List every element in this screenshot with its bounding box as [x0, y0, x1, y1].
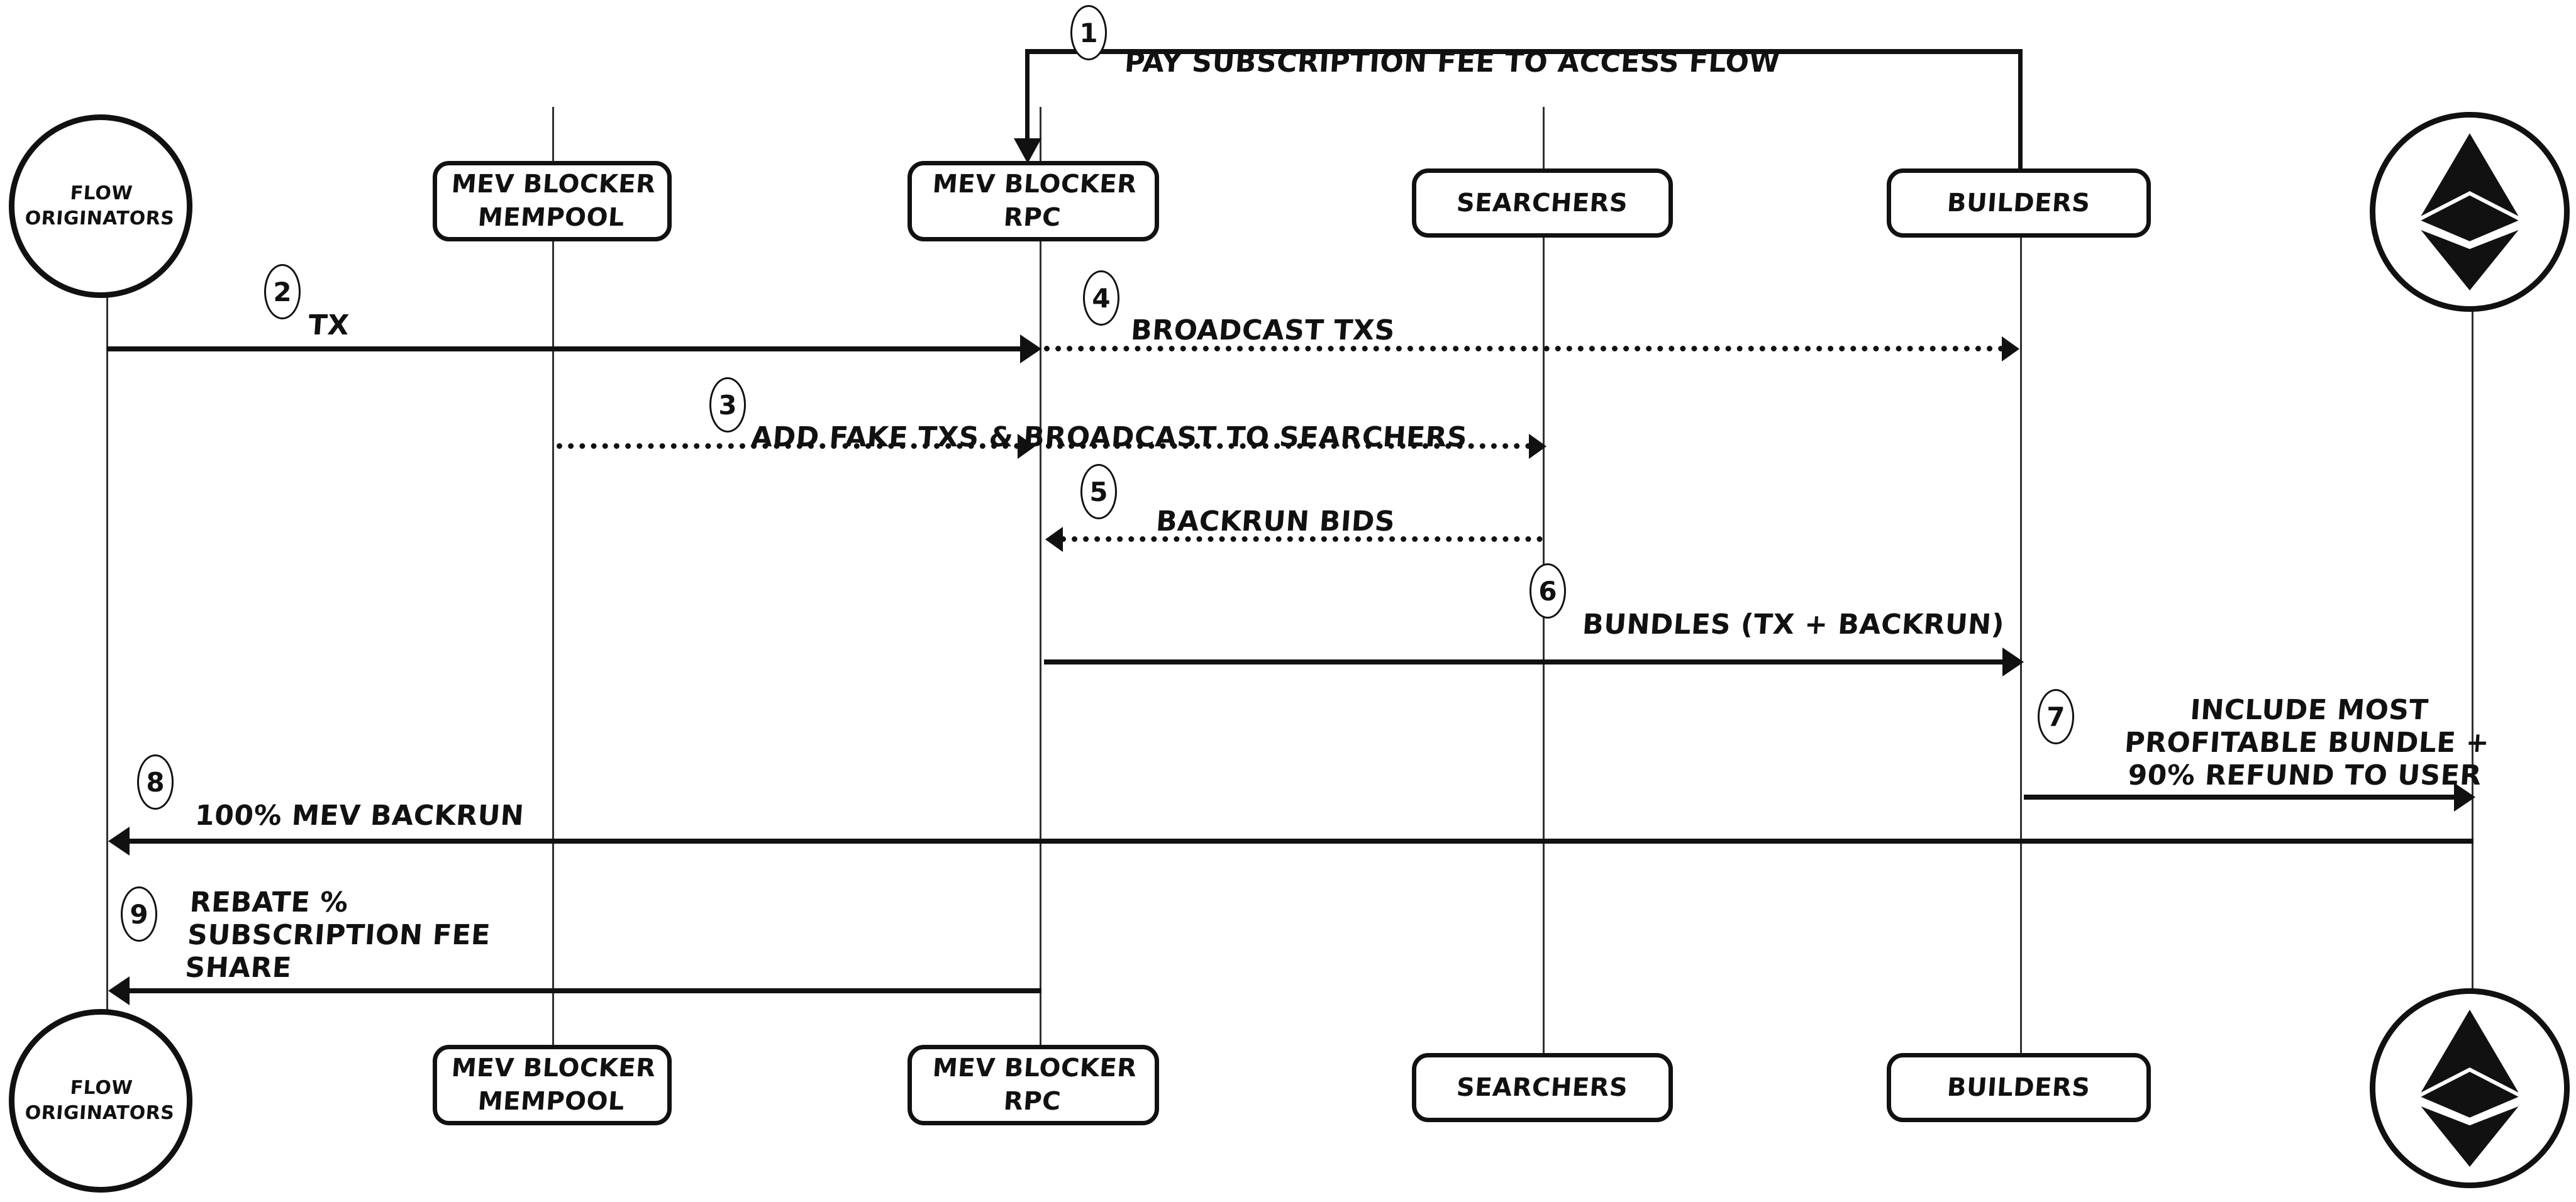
message-7-label: INCLUDE MOST PROFITABLE BUNDLE + 90% REF…: [2077, 661, 2540, 792]
message-9-label-text: REBATE % SUBSCRIPTION FEE SHARE: [184, 886, 492, 984]
lifeline-ethereum: [2472, 201, 2473, 990]
step-badge-3: 3: [709, 377, 746, 433]
message-3-arrowhead-a: [1018, 434, 1035, 459]
message-1-right-vertical: [2018, 49, 2023, 168]
message-1-bracket: [1014, 49, 2023, 168]
participant-mev-blocker-mempool-bottom[interactable]: MEV BLOCKER MEMPOOL: [433, 1045, 672, 1125]
participant-flow-originators-bottom-label: FLOW ORIGINATORS: [24, 1077, 175, 1124]
participant-builders-bottom-label: BUILDERS: [1946, 1072, 2092, 1102]
message-8-line: [112, 839, 2473, 844]
message-6-arrowhead: [2002, 648, 2024, 676]
lifeline-flow-originators: [106, 201, 108, 1012]
step-badge-5: 5: [1080, 464, 1117, 519]
message-1-label-text: PAY SUBSCRIPTION FEE TO ACCESS FLOW: [1123, 46, 1782, 79]
message-3-label: ADD FAKE TXs & BROADCAST TO SEARCHERS: [750, 389, 1635, 454]
participant-builders-label: BUILDERS: [1946, 188, 2092, 218]
step-badge-7: 7: [2038, 689, 2074, 744]
participant-searchers-bottom-label: SEARCHERS: [1455, 1072, 1629, 1102]
message-6-label-text: BUNDLES (TX + BACKRUN): [1581, 608, 2006, 641]
message-3-label-text: ADD FAKE TXs & BROADCAST TO SEARCHERS: [750, 421, 1468, 453]
message-4-label-text: BROADCAST TXs: [1130, 314, 1396, 346]
message-3-arrowhead-b: [1529, 434, 1546, 459]
participant-searchers-bottom[interactable]: SEARCHERS: [1412, 1053, 1673, 1122]
message-9-line: [112, 988, 1041, 993]
ethereum-icon: [2421, 133, 2519, 290]
lifeline-mev-blocker-mempool: [552, 107, 554, 1053]
message-5-arrowhead: [1045, 527, 1063, 552]
message-5-label-text: BACKRUN BIDs: [1155, 505, 1396, 538]
ethereum-icon-bottom: [2421, 1010, 2519, 1167]
step-badge-6-number: 6: [1538, 575, 1557, 607]
message-1-label: PAY SUBSCRIPTION FEE TO ACCESS FLOW: [1123, 14, 1945, 79]
message-1-horizontal-bar: [1025, 49, 2023, 54]
step-badge-3-number: 3: [718, 389, 737, 421]
message-7-arrowhead: [2454, 783, 2475, 812]
step-badge-2: 2: [264, 264, 301, 319]
participant-mev-blocker-rpc-bottom-label: MEV BLOCKER RPC: [931, 1054, 1138, 1116]
message-5-label: BACKRUN BIDs: [1155, 473, 1599, 538]
message-9-arrowhead: [108, 976, 130, 1005]
message-1-arrowhead: [1014, 138, 1041, 163]
message-4-label: BROADCAST TXs: [1130, 282, 1574, 347]
participant-flow-originators-bottom[interactable]: FLOW ORIGINATORS: [9, 1009, 192, 1193]
step-badge-9-number: 9: [130, 898, 148, 930]
step-badge-2-number: 2: [273, 276, 292, 307]
participant-mev-blocker-mempool-bottom-label: MEV BLOCKER MEMPOOL: [450, 1054, 657, 1116]
step-badge-8-number: 8: [146, 766, 165, 798]
step-badge-6: 6: [1530, 563, 1566, 619]
step-badge-4-number: 4: [1092, 282, 1111, 314]
participant-mev-blocker-rpc-label: MEV BLOCKER RPC: [931, 170, 1138, 232]
message-6-label: BUNDLES (TX + BACKRUN): [1581, 576, 2151, 641]
lifeline-builders: [2020, 50, 2022, 1053]
step-badge-8: 8: [137, 754, 174, 810]
message-9-label: REBATE % SUBSCRIPTION FEE SHARE: [184, 854, 697, 984]
step-badge-7-number: 7: [2046, 701, 2065, 732]
message-2-label-text: TX: [307, 309, 350, 341]
step-badge-4: 4: [1083, 270, 1119, 326]
step-badge-5-number: 5: [1089, 476, 1108, 507]
message-8-label: 100% MEV BACKRUN: [194, 767, 764, 832]
participant-mev-blocker-rpc-bottom[interactable]: MEV BLOCKER RPC: [908, 1045, 1159, 1125]
message-2-line: [107, 346, 1038, 351]
message-6-line: [1044, 659, 2020, 664]
step-badge-1-number: 1: [1079, 17, 1098, 48]
message-7-line: [2024, 795, 2472, 800]
message-2-arrowhead: [1020, 334, 1041, 363]
message-8-arrowhead: [108, 827, 130, 856]
participant-mev-blocker-mempool-label: MEV BLOCKER MEMPOOL: [450, 170, 657, 232]
message-3-line-a: [557, 443, 1031, 449]
step-badge-9: 9: [121, 886, 157, 942]
message-3-line-b: [1046, 443, 1543, 449]
lifeline-mev-blocker-rpc: [1040, 107, 1041, 1053]
message-1-left-vertical: [1025, 49, 1030, 140]
participant-ethereum-bottom[interactable]: [2370, 988, 2570, 1188]
message-8-label-text: 100% MEV BACKRUN: [194, 799, 525, 832]
message-5-line: [1049, 536, 1543, 542]
participant-flow-originators-label: FLOW ORIGINATORS: [24, 182, 175, 229]
participant-builders[interactable]: BUILDERS: [1887, 168, 2151, 238]
participant-searchers-label: SEARCHERS: [1455, 188, 1629, 218]
message-4-line: [1044, 346, 2016, 351]
participant-mev-blocker-rpc[interactable]: MEV BLOCKER RPC: [908, 161, 1159, 241]
participant-builders-bottom[interactable]: BUILDERS: [1887, 1053, 2151, 1122]
participant-mev-blocker-mempool[interactable]: MEV BLOCKER MEMPOOL: [433, 161, 672, 241]
message-2-label: TX: [307, 277, 500, 342]
step-badge-1: 1: [1070, 5, 1107, 60]
participant-ethereum[interactable]: [2370, 112, 2570, 312]
message-7-label-text: INCLUDE MOST PROFITABLE BUNDLE + 90% REF…: [2123, 693, 2490, 791]
participant-searchers[interactable]: SEARCHERS: [1412, 168, 1673, 238]
message-4-arrowhead: [2002, 336, 2019, 361]
participant-flow-originators[interactable]: FLOW ORIGINATORS: [9, 114, 192, 298]
